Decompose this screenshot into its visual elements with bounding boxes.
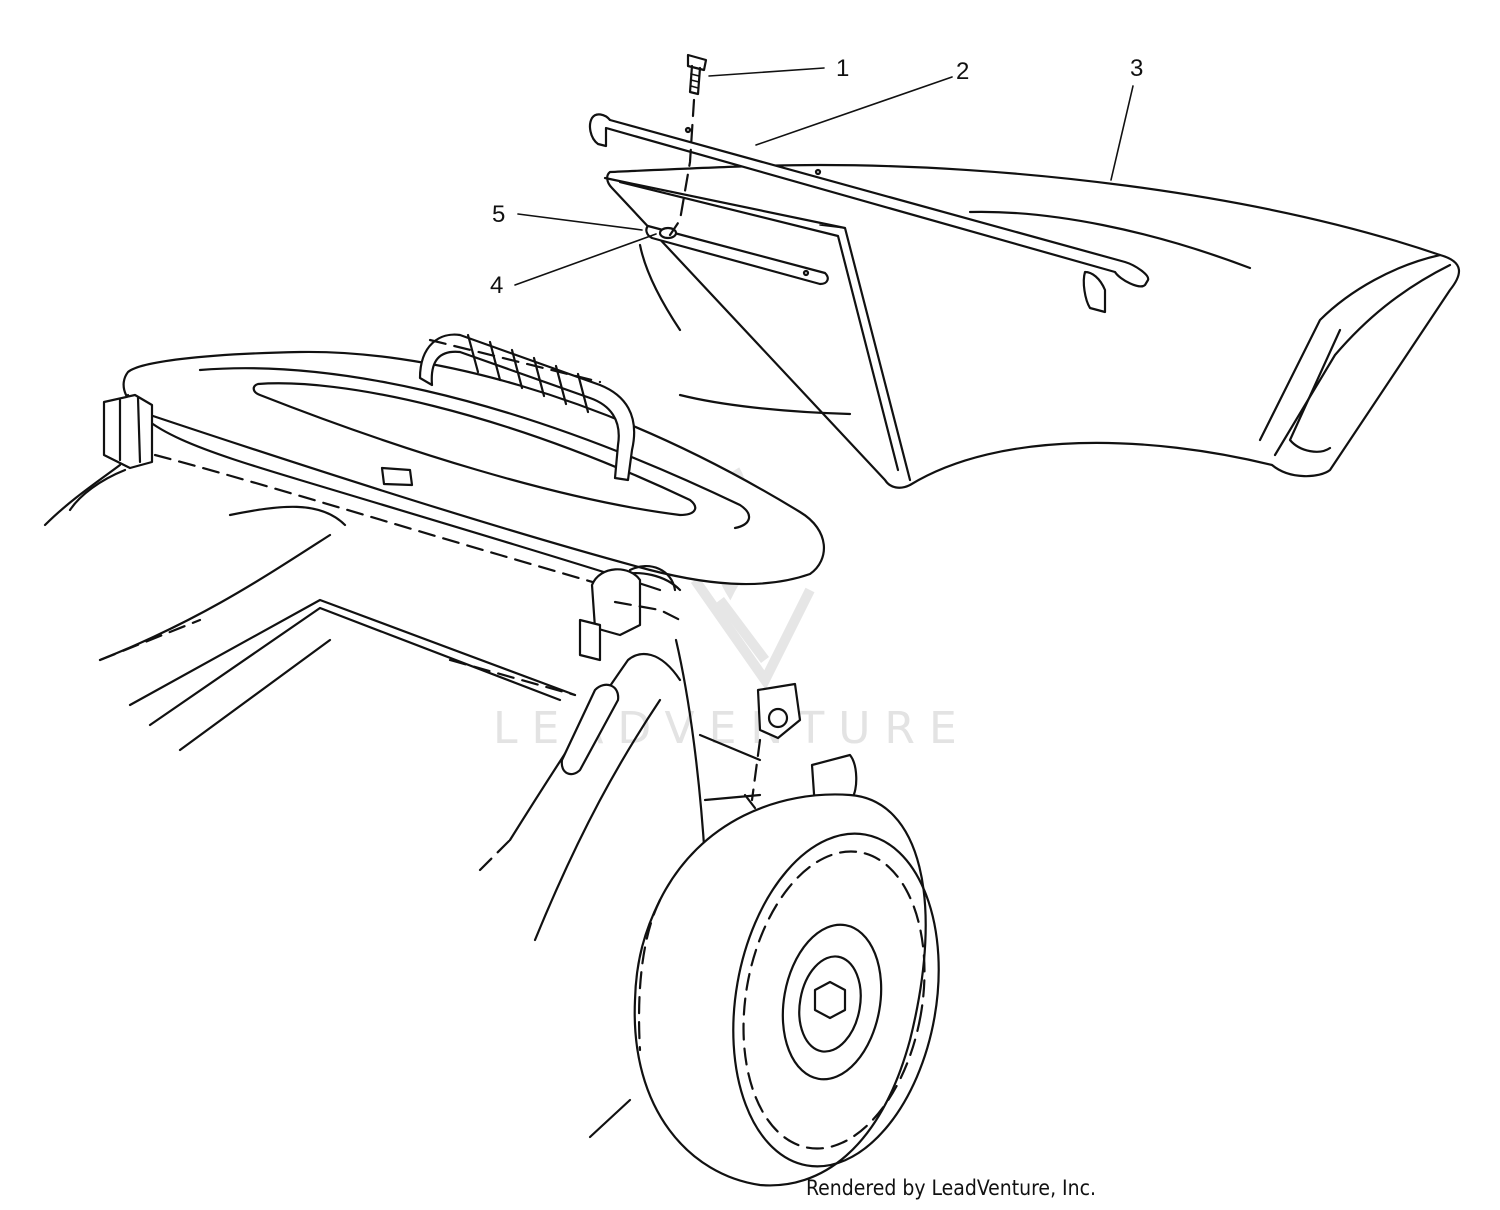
callout-2: 2 xyxy=(956,58,969,85)
frame-rod xyxy=(588,113,1150,314)
leader-lines xyxy=(514,67,1134,286)
callout-4: 4 xyxy=(490,272,503,299)
grass-bag xyxy=(603,163,1460,489)
bolt xyxy=(686,53,708,96)
bag-handle xyxy=(418,333,636,482)
render-credit: Rendered by LeadVenture, Inc. xyxy=(806,1176,1096,1200)
strap xyxy=(645,224,829,286)
watermark-text: LEADVENTURE xyxy=(493,703,971,754)
left-bracket xyxy=(43,393,154,527)
bolt-centerline xyxy=(668,98,696,237)
latch xyxy=(380,466,414,487)
callout-5: 5 xyxy=(492,201,505,228)
mower-deck xyxy=(98,505,762,942)
wheel-mount xyxy=(703,682,858,810)
handle-slot xyxy=(560,683,620,776)
strap-hole xyxy=(802,269,810,277)
callout-1: 1 xyxy=(836,55,849,82)
callout-3: 3 xyxy=(1130,55,1143,82)
right-hinge-bracket xyxy=(578,565,682,662)
wheel xyxy=(588,793,940,1187)
bag-frame xyxy=(122,350,825,592)
